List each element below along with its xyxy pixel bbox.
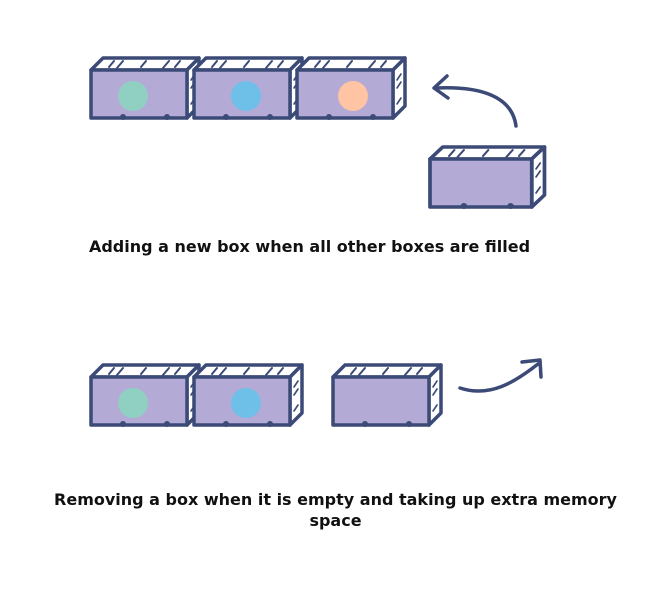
- teal-dot-bottom: [118, 388, 148, 418]
- caption-removing-box: Removing a box when it is empty and taki…: [54, 490, 617, 530]
- blue-dot: [231, 81, 261, 111]
- outgoing-empty-box: [331, 363, 443, 429]
- peach-dot: [338, 81, 368, 111]
- teal-dot: [118, 81, 148, 111]
- incoming-empty-box: [428, 145, 547, 211]
- box-teal: [89, 56, 201, 122]
- box-blue-bottom: [192, 363, 304, 429]
- box-teal-bottom: [89, 363, 201, 429]
- arrow-out-of-row-icon: [458, 358, 543, 393]
- top-box-row: [89, 56, 407, 122]
- blue-dot-bottom: [231, 388, 261, 418]
- box-blue: [192, 56, 304, 122]
- caption-adding-box: Adding a new box when all other boxes ar…: [88, 237, 531, 256]
- box-peach: [295, 56, 407, 122]
- bottom-box-row: [89, 363, 304, 429]
- arrow-into-row-icon: [432, 74, 518, 128]
